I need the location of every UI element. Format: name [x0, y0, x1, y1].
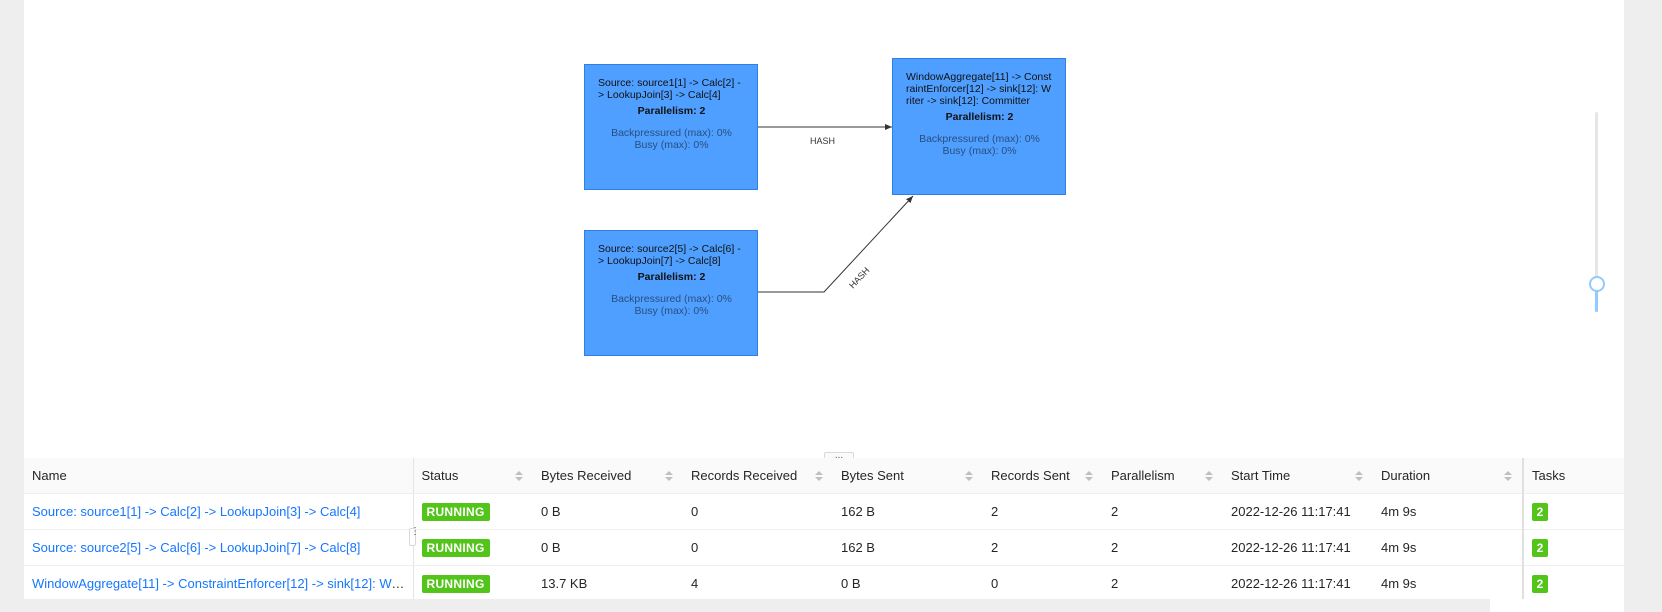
node-busy: Busy (max): 0% [634, 305, 709, 317]
node-busy: Busy (max): 0% [942, 145, 1017, 157]
graph-node-window-aggregate[interactable]: WindowAggregate[11] -> ConstraintEnforce… [892, 58, 1066, 195]
column-header-records-received[interactable]: Records Received [683, 458, 833, 494]
column-header-label: Records Received [691, 468, 798, 483]
column-header-bytes-received[interactable]: Bytes Received [533, 458, 683, 494]
cell-status: RUNNING [413, 493, 533, 530]
sort-icon[interactable] [1504, 471, 1512, 481]
table-header-row: Name Status Bytes Received Records Recei… [24, 458, 1624, 494]
node-backpressured: Backpressured (max): 0% [611, 293, 732, 305]
column-header-label: Name [32, 468, 67, 483]
column-header-label: Start Time [1231, 468, 1291, 483]
table-row[interactable]: WindowAggregate[11] -> ConstraintEnforce… [24, 565, 1624, 599]
cell-tasks: 2 [1522, 529, 1624, 566]
zoom-slider-fill [1595, 284, 1598, 312]
status-badge: RUNNING [421, 502, 490, 521]
column-header-records-sent[interactable]: Records Sent [983, 458, 1103, 494]
vertices-table: Name Status Bytes Received Records Recei… [24, 458, 1624, 599]
table-row[interactable]: Source: source1[1] -> Calc[2] -> LookupJ… [24, 493, 1624, 530]
sort-icon[interactable] [515, 471, 523, 481]
column-header-start-time[interactable]: Start Time [1223, 458, 1373, 494]
job-graph-canvas[interactable]: HASH HASH Source: source1[1] -> Calc[2] … [24, 0, 1624, 458]
column-header-bytes-sent[interactable]: Bytes Sent [833, 458, 983, 494]
graph-node-source1[interactable]: Source: source1[1] -> Calc[2] -> LookupJ… [584, 64, 758, 190]
column-header-label: Status [421, 468, 459, 483]
cell-records-received: 0 [683, 493, 833, 530]
node-title: Source: source2[5] -> Calc[6] -> LookupJ… [598, 243, 741, 267]
cell-name: Source: source2[5] -> Calc[6] -> LookupJ… [24, 529, 414, 566]
task-count-badge[interactable]: 2 [1532, 538, 1548, 557]
node-title: Source: source1[1] -> Calc[2] -> LookupJ… [598, 77, 741, 101]
horizontal-scrollbar[interactable] [1490, 599, 1624, 612]
column-header-status[interactable]: Status [413, 458, 533, 494]
graph-node-source2[interactable]: Source: source2[5] -> Calc[6] -> LookupJ… [584, 230, 758, 356]
column-header-label: Records Sent [991, 468, 1070, 483]
status-badge: RUNNING [421, 574, 490, 593]
cell-tasks: 2 [1522, 493, 1624, 530]
edge-source2-to-window [758, 195, 914, 293]
cell-bytes-sent: 162 B [833, 493, 983, 530]
cell-bytes-sent: 0 B [833, 565, 983, 599]
column-resize-handle[interactable]: ⋮ [409, 527, 420, 546]
cell-records-sent: 2 [983, 493, 1103, 530]
task-count-badge[interactable]: 2 [1532, 574, 1548, 593]
cell-parallelism: 2 [1103, 529, 1223, 566]
column-header-label: Parallelism [1111, 468, 1175, 483]
graph-edges: HASH HASH [758, 124, 914, 293]
cell-duration: 4m 9s [1373, 493, 1523, 530]
cell-records-received: 4 [683, 565, 833, 599]
node-backpressured: Backpressured (max): 0% [611, 127, 732, 139]
node-parallelism: Parallelism: 2 [637, 105, 706, 117]
cell-bytes-received: 13.7 KB [533, 565, 683, 599]
column-header-tasks: Tasks [1522, 458, 1624, 494]
cell-name: WindowAggregate[11] -> ConstraintEnforce… [24, 565, 414, 599]
cell-start-time: 2022-12-26 11:17:41 [1223, 493, 1373, 530]
cell-start-time: 2022-12-26 11:17:41 [1223, 529, 1373, 566]
node-backpressured: Backpressured (max): 0% [919, 133, 1040, 145]
cell-name: Source: source1[1] -> Calc[2] -> LookupJ… [24, 493, 414, 530]
cell-tasks: 2 [1522, 565, 1624, 599]
cell-duration: 4m 9s [1373, 529, 1523, 566]
zoom-slider-track[interactable] [1595, 112, 1598, 312]
edge-label-hash-2: HASH [847, 265, 871, 290]
column-header-parallelism[interactable]: Parallelism [1103, 458, 1223, 494]
sort-icon[interactable] [965, 471, 973, 481]
cell-records-sent: 0 [983, 565, 1103, 599]
status-badge: RUNNING [421, 538, 490, 557]
column-header-label: Tasks [1532, 468, 1566, 483]
cell-start-time: 2022-12-26 11:17:41 [1223, 565, 1373, 599]
node-parallelism: Parallelism: 2 [637, 271, 706, 283]
sort-icon[interactable] [665, 471, 673, 481]
vertex-name-link[interactable]: Source: source2[5] -> Calc[6] -> LookupJ… [32, 540, 361, 555]
cell-records-received: 0 [683, 529, 833, 566]
edge-label-hash-1: HASH [810, 136, 835, 146]
column-header-name[interactable]: Name [24, 458, 414, 494]
cell-parallelism: 2 [1103, 493, 1223, 530]
cell-parallelism: 2 [1103, 565, 1223, 599]
cell-bytes-sent: 162 B [833, 529, 983, 566]
cell-bytes-received: 0 B [533, 529, 683, 566]
node-busy: Busy (max): 0% [634, 139, 709, 151]
zoom-slider-handle[interactable] [1589, 276, 1605, 292]
node-parallelism: Parallelism: 2 [945, 111, 1014, 123]
column-header-label: Bytes Received [541, 468, 632, 483]
cell-status: RUNNING [413, 529, 533, 566]
cell-status: RUNNING [413, 565, 533, 599]
column-header-duration[interactable]: Duration [1373, 458, 1523, 494]
cell-records-sent: 2 [983, 529, 1103, 566]
node-title: WindowAggregate[11] -> ConstraintEnforce… [906, 71, 1052, 107]
column-header-label: Bytes Sent [841, 468, 904, 483]
cell-duration: 4m 9s [1373, 565, 1523, 599]
cell-bytes-received: 0 B [533, 493, 683, 530]
vertex-name-link[interactable]: WindowAggregate[11] -> ConstraintEnforce… [32, 576, 413, 591]
column-header-label: Duration [1381, 468, 1431, 483]
task-count-badge[interactable]: 2 [1532, 502, 1548, 521]
sort-icon[interactable] [1355, 471, 1363, 481]
vertex-name-link[interactable]: Source: source1[1] -> Calc[2] -> LookupJ… [32, 504, 361, 519]
sort-icon[interactable] [815, 471, 823, 481]
sort-icon[interactable] [1085, 471, 1093, 481]
table-row[interactable]: Source: source2[5] -> Calc[6] -> LookupJ… [24, 529, 1624, 566]
sort-icon[interactable] [1205, 471, 1213, 481]
